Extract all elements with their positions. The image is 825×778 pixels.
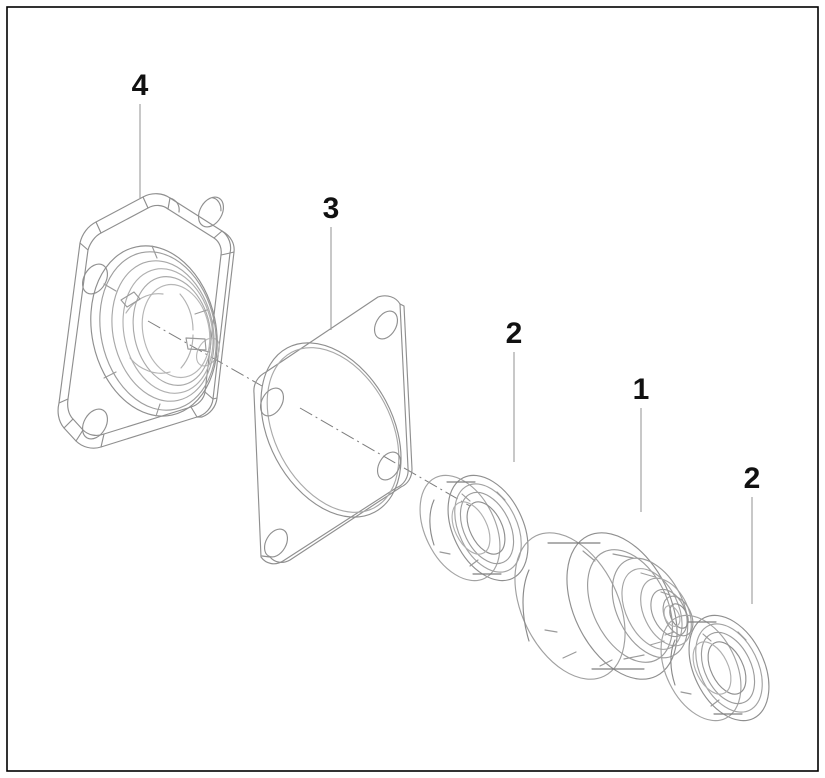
gasket-bolt-hole-4 <box>263 528 289 558</box>
callout-3: 3 <box>323 192 340 330</box>
callout-4-label: 4 <box>132 69 149 102</box>
housing-bearing-bore <box>90 245 218 417</box>
callout-2-right: 2 <box>744 462 761 604</box>
part-ball-bearing-left <box>419 474 529 582</box>
gasket-center-hole <box>260 342 402 518</box>
sheet-border <box>6 6 819 772</box>
assembly-centerline <box>147 320 471 507</box>
callout-2-left: 2 <box>506 317 523 462</box>
callout-2-left-label: 2 <box>506 317 523 350</box>
part-pulley-hub <box>514 532 694 680</box>
housing-bolt-hole-3 <box>81 408 109 440</box>
callout-4: 4 <box>132 69 149 198</box>
part-ball-bearing-right <box>660 614 770 722</box>
gasket-bolt-hole-2 <box>259 387 285 417</box>
gasket-bolt-hole-1 <box>373 310 399 340</box>
part-flange-gasket <box>253 295 413 565</box>
part-bearing-housing-flange <box>57 193 235 449</box>
gasket-bolt-hole-3 <box>376 451 402 481</box>
callout-3-label: 3 <box>323 192 340 225</box>
housing-bolt-hole-1 <box>197 196 225 228</box>
callout-group: 4 3 2 1 2 <box>132 69 761 604</box>
callout-1: 1 <box>633 373 650 512</box>
callout-1-label: 1 <box>633 373 650 406</box>
callout-2-right-label: 2 <box>744 462 761 495</box>
